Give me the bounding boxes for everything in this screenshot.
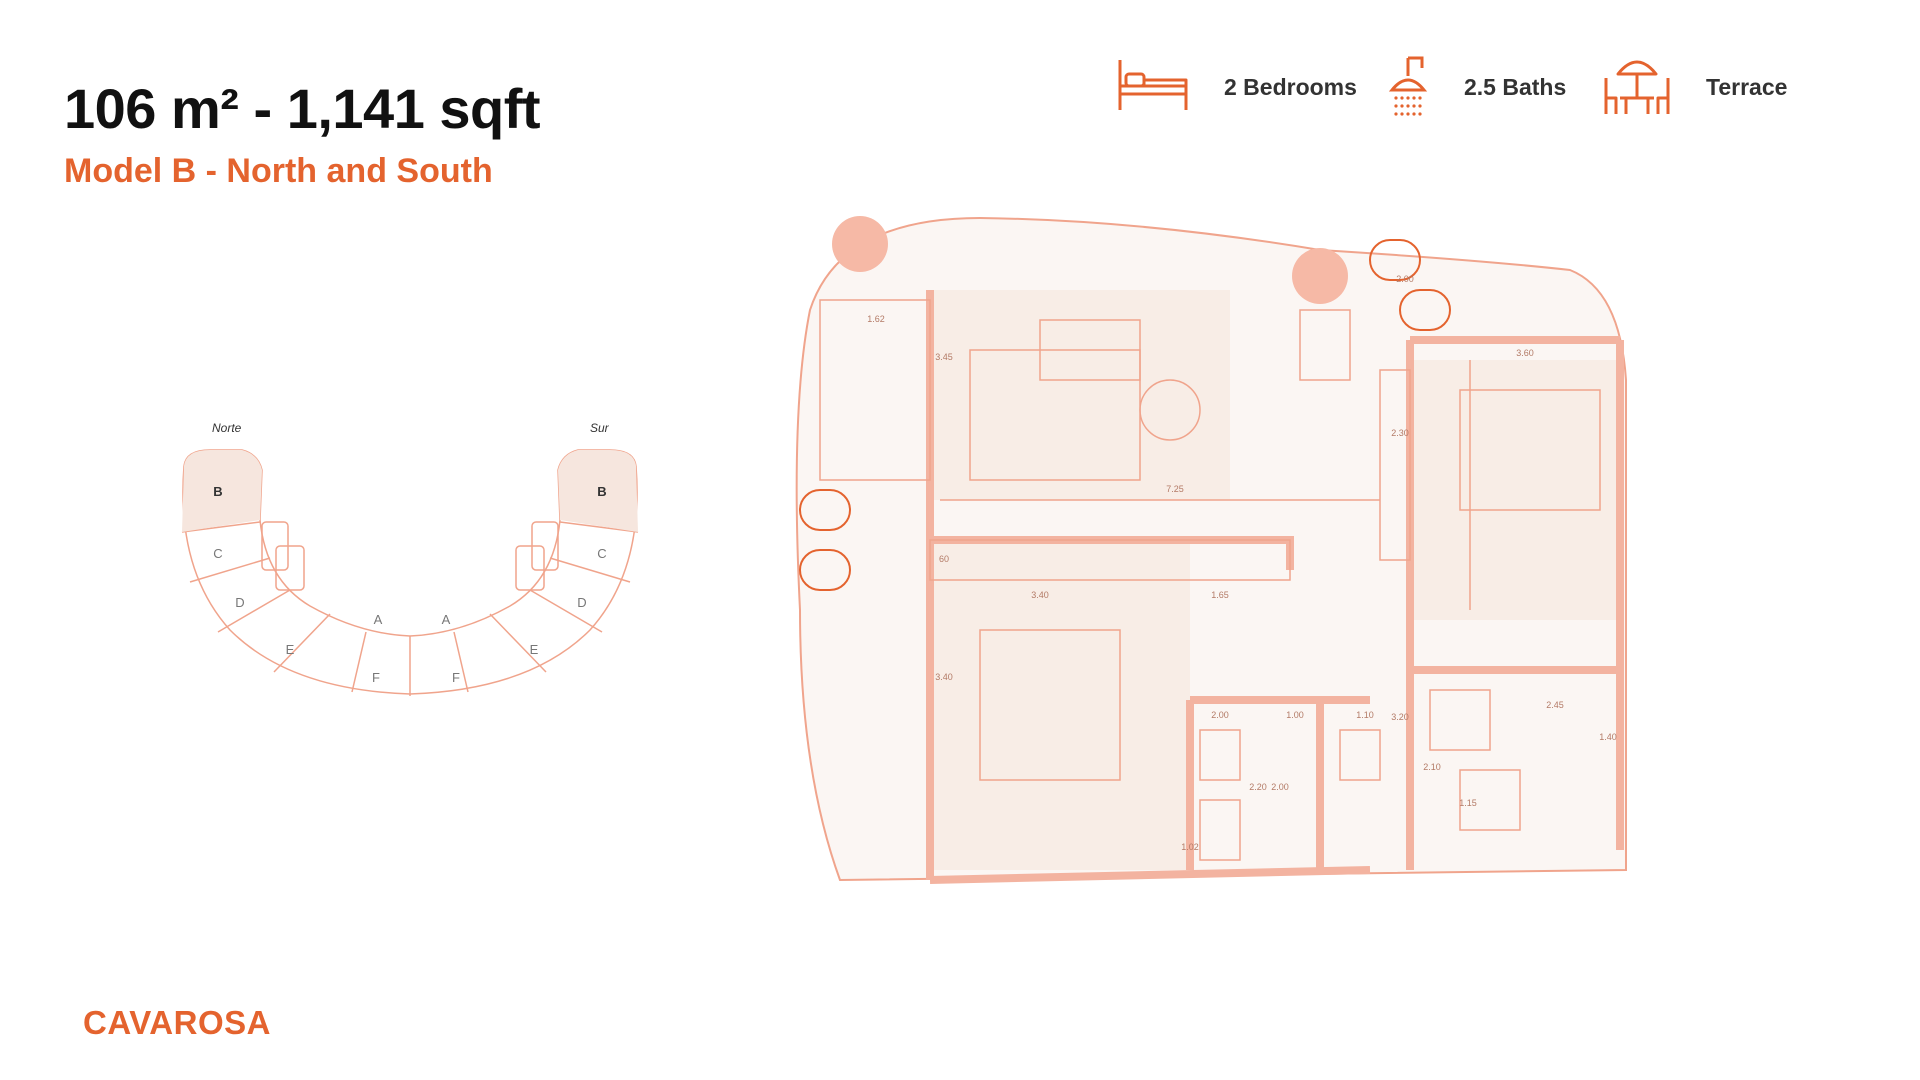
dim-7-25: 7.25 <box>1166 484 1184 494</box>
dim-2-00-bath: 2.00 <box>1211 710 1229 720</box>
dim-1-02: 1.02 <box>1181 842 1199 852</box>
dim-3-45: 3.45 <box>935 352 953 362</box>
unit-area-title: 106 m² - 1,141 sqft <box>64 77 541 140</box>
south-label: Sur <box>590 421 610 435</box>
round-table-dining <box>1139 379 1201 441</box>
dim-3-20: 3.20 <box>1391 712 1409 722</box>
brand-logo-text: CAVAROSA <box>83 1004 271 1041</box>
unit-e-north: E <box>286 642 295 657</box>
bedrooms-label: 2 Bedrooms <box>1224 74 1357 100</box>
dim-60: 60 <box>939 554 949 564</box>
dim-2-00-wc: 2.00 <box>1271 782 1289 792</box>
unit-d-south: D <box>577 595 586 610</box>
unit-a-north: A <box>374 612 383 627</box>
north-label: Norte <box>212 421 242 435</box>
dim-2-20: 2.20 <box>1249 782 1267 792</box>
dim-2-00-terrace: 2.00 <box>1396 274 1414 284</box>
dim-3-40-height: 3.40 <box>935 672 953 682</box>
dim-1-00: 1.00 <box>1286 710 1304 720</box>
unit-b-south: B <box>597 484 606 499</box>
bed-icon <box>1118 60 1188 110</box>
dim-1-62: 1.62 <box>867 314 885 324</box>
bedroom-1-area <box>930 540 1190 870</box>
dim-2-30: 2.30 <box>1391 428 1409 438</box>
baths-label: 2.5 Baths <box>1464 74 1567 100</box>
dim-2-10: 2.10 <box>1423 762 1441 772</box>
unit-features: 2 Bedrooms 2.5 Baths Terrace <box>1116 52 1796 122</box>
dim-1-10: 1.10 <box>1356 710 1374 720</box>
unit-e-south: E <box>530 642 539 657</box>
unit-f-north: F <box>372 670 380 685</box>
unit-c-north: C <box>213 546 222 561</box>
terrace-label: Terrace <box>1706 74 1788 100</box>
dim-2-45: 2.45 <box>1546 700 1564 710</box>
dim-3-40-width: 3.40 <box>1031 590 1049 600</box>
dim-1-40: 1.40 <box>1599 732 1617 742</box>
building-key-plan: Norte Sur B C D E F A A F E <box>181 421 639 696</box>
dim-1-65: 1.65 <box>1211 590 1229 600</box>
bedroom-2-area <box>1410 360 1620 620</box>
model-subtitle: Model B - North and South <box>64 152 493 190</box>
unit-d-north: D <box>235 595 244 610</box>
unit-f-south: F <box>452 670 460 685</box>
shower-icon <box>1388 56 1428 116</box>
unit-b-north: B <box>213 484 222 499</box>
unit-floor-plan: 1.62 3.45 7.25 2.00 3.60 2.30 60 3.40 1.… <box>795 216 1627 884</box>
living-area <box>930 290 1230 500</box>
dim-3-60: 3.60 <box>1516 348 1534 358</box>
terrace-table-icon <box>1604 60 1670 114</box>
unit-c-south: C <box>597 546 606 561</box>
dim-1-15: 1.15 <box>1459 798 1477 808</box>
unit-a-south: A <box>442 612 451 627</box>
